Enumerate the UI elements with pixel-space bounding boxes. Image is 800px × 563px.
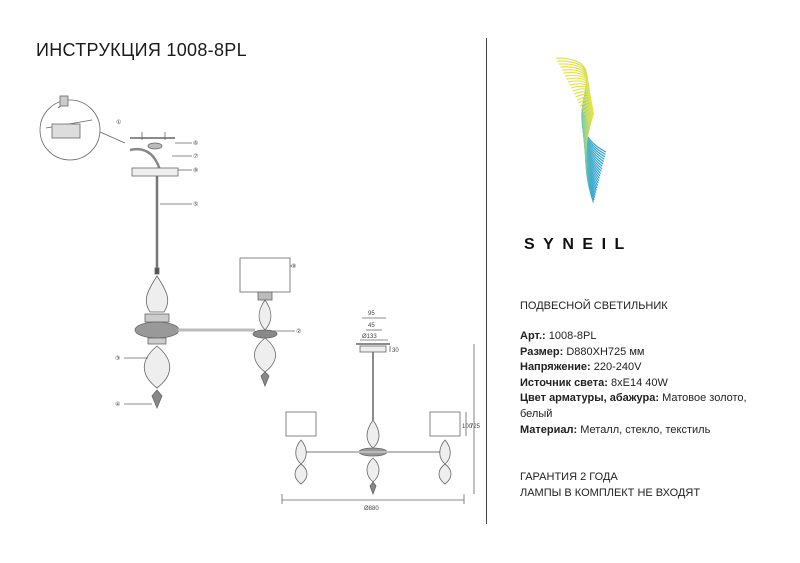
divider [486, 38, 487, 524]
dim-880: Ø880 [364, 506, 379, 512]
dim-45: 45 [368, 323, 375, 329]
spec-row: Напряжение: 220-240V [520, 361, 642, 374]
footer-notes: ГАРАНТИЯ 2 ГОДА ЛАМПЫ В КОМПЛЕКТ НЕ ВХОД… [520, 470, 700, 501]
callout-7: ⑦ [193, 153, 198, 160]
callout-1: ① [116, 119, 121, 126]
spec-row: Источник света: 8xE14 40W [520, 376, 668, 389]
lamps-note: ЛАМПЫ В КОМПЛЕКТ НЕ ВХОДЯТ [520, 486, 701, 499]
spec-row: Материал: Металл, стекло, текстиль [520, 423, 711, 436]
detail-circle [39, 99, 101, 161]
callout-8: ⑧ [193, 167, 198, 174]
callout-4: ④ [115, 401, 120, 408]
assembly-drawing: ① ⑥ ⑦ ⑧ ⑤ ⑨ ② ③ ④ 95 45 Ø133 30 100 725 … [39, 95, 481, 512]
dim-725: 725 [470, 424, 481, 430]
dim-133: Ø133 [362, 334, 377, 340]
dim-95: 95 [368, 311, 375, 317]
spec-row: Цвет арматуры, абажура: Матовое золото, … [520, 392, 747, 420]
specs-list: Арт.: 1008-8PL Размер: D880XH725 мм Напр… [520, 329, 760, 438]
dim-100: 100 [462, 424, 473, 430]
product-type: ПОДВЕСНОЙ СВЕТИЛЬНИК [520, 300, 668, 312]
brand-name: SYNEIL [524, 236, 633, 253]
callout-6: ⑥ [193, 140, 198, 147]
syneil-logo-icon [555, 57, 607, 203]
spec-row: Арт.: 1008-8PL [520, 330, 597, 342]
callout-2: ② [296, 328, 301, 335]
dim-30: 30 [392, 348, 399, 354]
callout-5: ⑤ [193, 201, 198, 208]
page-title: ИНСТРУКЦИЯ 1008-8PL [36, 40, 247, 60]
callout-3: ③ [115, 355, 120, 362]
spec-row: Размер: D880XH725 мм [520, 345, 645, 358]
callout-9: ⑨ [291, 263, 296, 270]
warranty-note: ГАРАНТИЯ 2 ГОДА [520, 471, 618, 483]
